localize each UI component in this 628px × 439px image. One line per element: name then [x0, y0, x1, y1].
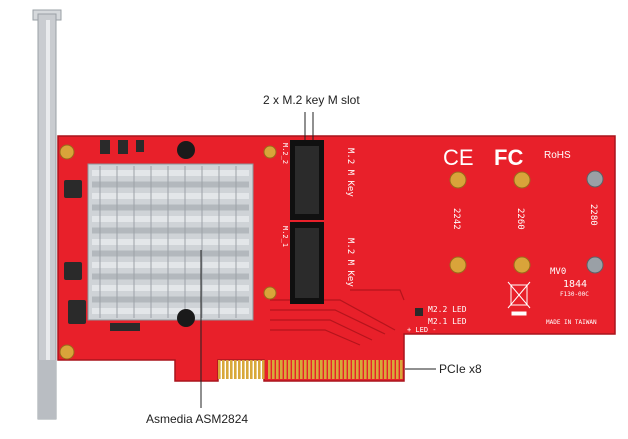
silk-made-in: MADE IN TAIWAN	[546, 319, 597, 326]
ce-mark: CE	[443, 145, 474, 170]
mounting-holes	[59, 144, 531, 360]
m2-slot-bottom	[290, 222, 324, 304]
silk-led1: M2.1 LED	[428, 317, 467, 326]
silk-m2-2-label: M.2_2	[281, 143, 289, 164]
silk-m2-1-label: M.2_1	[281, 226, 289, 247]
mark-hz: MV0	[550, 267, 566, 277]
silk-led-sign: + LED -	[407, 326, 437, 334]
silk-date: 1844	[563, 279, 587, 290]
silk-2280: 2280	[588, 204, 598, 226]
silk-m2-bottom: M.2 M Key	[345, 238, 355, 287]
silk-m2-top: M.2 M Key	[345, 148, 355, 197]
standoffs	[586, 170, 604, 274]
callout-lines	[200, 112, 436, 408]
rohs-mark: RoHS	[544, 150, 571, 161]
heatsink-screw-top	[177, 141, 195, 159]
fcc-mark: FC	[494, 145, 523, 170]
mounting-bracket	[32, 9, 62, 420]
m2-slot-top	[290, 140, 324, 220]
silk-2260: 2260	[515, 208, 525, 230]
components	[64, 140, 423, 331]
heatsink	[87, 163, 254, 321]
callout-m2-slots: 2 x M.2 key M slot	[263, 93, 360, 107]
silk-code: F130-00C	[560, 291, 589, 298]
silk-2242: 2242	[451, 208, 461, 230]
heatsink-screw-bottom	[177, 309, 195, 327]
callout-pcie-x8: PCIe x8	[439, 362, 482, 376]
silk-led2: M2.2 LED	[428, 305, 467, 314]
pcie-gold-fingers	[218, 360, 403, 379]
callout-controller-chip: Asmedia ASM2824	[146, 412, 249, 426]
weee-bin-icon	[507, 281, 531, 316]
